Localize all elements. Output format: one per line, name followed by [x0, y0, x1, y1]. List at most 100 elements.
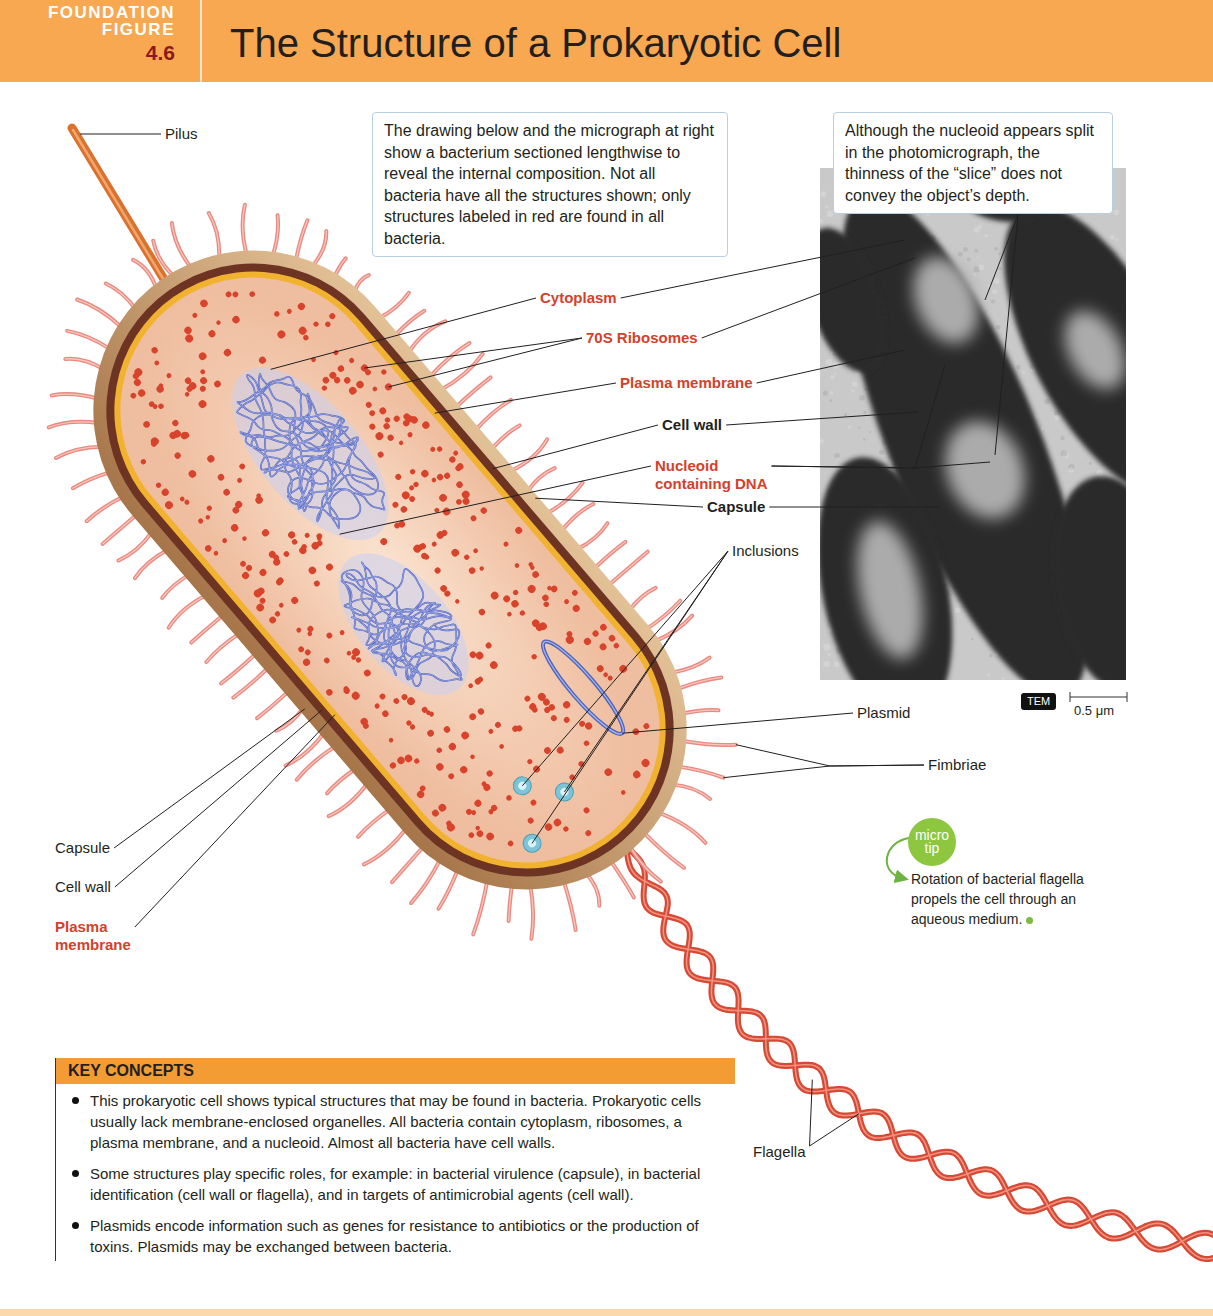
- micrograph-grain: [830, 375, 834, 379]
- micrograph-grain: [869, 431, 871, 433]
- leader-line: [772, 365, 946, 468]
- ribosome: [132, 378, 142, 388]
- ribosome: [376, 450, 384, 458]
- micrograph-grain: [1061, 450, 1068, 457]
- fimbria-highlight: [428, 342, 470, 378]
- ribosome: [435, 762, 445, 772]
- leader-line: [757, 350, 905, 383]
- micrograph-grain: [826, 205, 829, 208]
- micrograph-grain: [991, 299, 995, 303]
- ribosome: [157, 402, 165, 410]
- fimbria: [490, 424, 520, 450]
- ribosome: [386, 433, 395, 442]
- leader-line: [271, 298, 536, 369]
- ribosome: [482, 782, 492, 792]
- nucleoid-ground: [204, 342, 417, 567]
- ribosome: [445, 820, 453, 828]
- leader-line: [522, 551, 728, 786]
- fimbria-highlight: [166, 592, 207, 628]
- part-label: Nucleoid containing DNA: [655, 457, 780, 493]
- ribosome: [505, 794, 513, 802]
- ribosome: [402, 412, 411, 421]
- ribosome: [514, 562, 520, 568]
- ribosome: [197, 399, 208, 410]
- ribosome: [472, 547, 479, 554]
- ribosome: [304, 532, 311, 539]
- ribosome: [402, 419, 411, 428]
- nucleoid-dna-highlight: [321, 538, 488, 713]
- ribosome: [362, 722, 370, 730]
- ribosome: [431, 477, 438, 484]
- tem-badge: TEM: [1021, 693, 1056, 710]
- ribosome: [363, 668, 373, 678]
- ribosome: [415, 789, 425, 799]
- ribosome: [536, 691, 547, 702]
- ribosome: [447, 772, 455, 780]
- ribosome: [258, 355, 268, 365]
- ribosome: [474, 650, 485, 661]
- fimbria: [133, 547, 168, 578]
- ribosome: [429, 446, 436, 453]
- micrograph-grain: [1022, 371, 1025, 374]
- ribosome: [487, 728, 494, 735]
- micrograph-grain: [823, 644, 830, 651]
- leader-line: [115, 710, 322, 887]
- ribosome: [413, 757, 420, 764]
- ribosome: [468, 566, 477, 575]
- ribosome: [221, 537, 228, 544]
- leader-line: [435, 383, 616, 413]
- ribosome: [550, 714, 558, 722]
- ribosome: [529, 564, 535, 570]
- ribosome: [272, 554, 280, 562]
- ribosome: [374, 702, 381, 709]
- ribosome: [165, 372, 172, 379]
- ribosome: [584, 829, 592, 837]
- ribosome: [222, 488, 231, 497]
- micrograph-grain: [858, 426, 860, 428]
- fimbria: [326, 768, 356, 794]
- ribosome: [582, 637, 592, 647]
- ribosome: [442, 725, 451, 734]
- ribosome: [474, 677, 483, 686]
- ribosome: [307, 565, 318, 576]
- micrograph-grain: [1054, 415, 1060, 421]
- ribosome: [378, 406, 388, 416]
- ribosome: [213, 379, 222, 388]
- ribosome: [351, 647, 362, 658]
- ribosome: [171, 419, 180, 428]
- ribosome: [184, 391, 190, 397]
- ribosome: [236, 477, 243, 484]
- fimbria-highlight: [205, 632, 240, 662]
- ribosome: [526, 758, 533, 765]
- ribosome: [406, 696, 417, 707]
- micrograph-grain: [967, 257, 971, 261]
- ribosome: [152, 403, 159, 410]
- tip-arrow: [887, 838, 909, 878]
- leader-line: [135, 715, 335, 927]
- ribosome: [155, 384, 165, 394]
- leader-lines: [80, 134, 1018, 1146]
- micrograph-grain: [1060, 436, 1064, 440]
- ribosome: [199, 368, 206, 375]
- ribosome: [225, 290, 233, 298]
- ribosome: [599, 623, 608, 632]
- micrograph-nucleoid: [901, 247, 990, 353]
- ribosome: [406, 431, 413, 438]
- leader-line: [364, 338, 582, 368]
- fimbria: [87, 492, 125, 525]
- ribosome: [419, 784, 427, 792]
- fimbria: [52, 374, 99, 421]
- micrograph-grain: [823, 391, 828, 396]
- ribosome: [295, 627, 302, 634]
- ribosome: [433, 566, 442, 575]
- micrograph-grain: [1040, 427, 1044, 431]
- part-label: Cell wall: [662, 416, 722, 434]
- ribosome: [603, 767, 614, 778]
- ribosome: [531, 706, 539, 714]
- ribosome: [241, 535, 247, 541]
- ribosome: [321, 376, 330, 385]
- ribosome: [487, 808, 494, 815]
- ribosome: [129, 392, 137, 400]
- leader-line: [995, 215, 1018, 455]
